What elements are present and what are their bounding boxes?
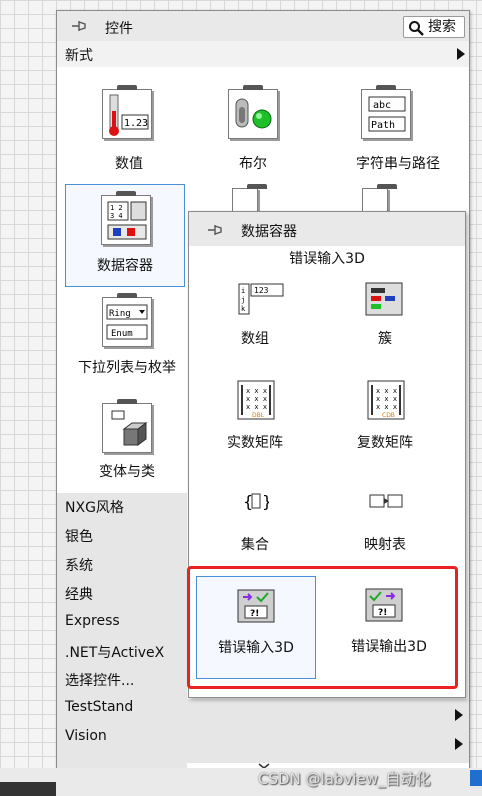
svg-text:x x x: x x x — [246, 387, 267, 395]
complex-matrix-icon: x x x x x x x x x CDB — [367, 380, 405, 420]
item-label: 复数矩阵 — [357, 435, 413, 451]
pin-icon[interactable] — [207, 223, 225, 237]
palette-header: 控件 搜索 — [57, 11, 469, 41]
expand-arrow-icon — [457, 48, 465, 60]
numeric-icon-text: 1.23 — [124, 118, 148, 129]
item-map[interactable]: 映射表 — [327, 488, 443, 558]
svg-text:{: { — [243, 492, 253, 511]
path-icon-text: Path — [371, 120, 395, 131]
svg-text:k: k — [241, 305, 246, 313]
cluster-icon — [365, 282, 403, 316]
subcategory-label: 新式 — [65, 48, 93, 64]
tile-data-containers[interactable]: 1 2 3 4 数据容器 — [65, 184, 185, 287]
item-label: 映射表 — [364, 537, 406, 553]
ring-enum-icon: Ring Enum — [102, 293, 152, 347]
item-label: 簇 — [378, 331, 392, 347]
tile-numeric[interactable]: 1.23 数值 — [69, 81, 189, 181]
search-icon — [409, 21, 424, 36]
dbl-icon-text: DBL — [252, 412, 265, 419]
item-complex-matrix[interactable]: x x x x x x x x x CDB 复数矩阵 — [327, 378, 443, 464]
svg-text:i: i — [241, 287, 245, 295]
category-item[interactable]: 银色 — [65, 529, 93, 545]
map-icon — [369, 494, 403, 508]
item-real-matrix[interactable]: x x x x x x x x x DBL 实数矩阵 — [197, 378, 313, 464]
boolean-icon — [228, 85, 278, 139]
enum-icon-text: Enum — [111, 329, 133, 339]
expand-arrow-icon — [455, 738, 463, 750]
ring-icon-text: Ring — [109, 309, 131, 319]
svg-text:}: } — [262, 492, 269, 511]
variant-class-icon — [102, 399, 152, 453]
category-item[interactable]: TestStand — [65, 699, 134, 715]
svg-text:3 4: 3 4 — [110, 212, 123, 220]
tile-label: 下拉列表与枚举 — [78, 360, 176, 376]
tile-label: 数据容器 — [97, 258, 153, 274]
svg-text:x x x: x x x — [376, 387, 397, 395]
tile-label: 数值 — [115, 156, 143, 172]
error-out-icon-text: ?! — [378, 608, 387, 618]
item-cluster[interactable]: 簇 — [327, 274, 443, 360]
category-list-extension — [187, 699, 469, 763]
category-item[interactable]: .NET与ActiveX — [65, 645, 165, 661]
tile-variant-class[interactable]: 变体与类 — [65, 395, 189, 495]
svg-text:j: j — [241, 296, 245, 304]
error-out-icon: ?! — [365, 588, 403, 622]
error-in-icon: ?! — [237, 589, 275, 623]
category-item[interactable]: Express — [65, 613, 120, 629]
submenu-title: 数据容器 — [241, 224, 297, 240]
taskbar-blue-icon — [470, 770, 482, 786]
item-label: 错误输出3D — [351, 639, 427, 655]
hover-tooltip: 错误输入3D — [289, 251, 365, 267]
category-item[interactable]: 选择控件... — [65, 673, 135, 689]
item-label: 实数矩阵 — [227, 435, 283, 451]
item-label: 错误输入3D — [218, 640, 294, 656]
search-label: 搜索 — [428, 19, 456, 35]
subcategory-row[interactable]: 新式 — [57, 41, 469, 67]
svg-text:x x x: x x x — [376, 395, 397, 403]
item-label: 数组 — [241, 331, 269, 347]
item-error-out-3d[interactable]: ?! 错误输出3D — [327, 576, 451, 679]
category-item[interactable]: 系统 — [65, 558, 93, 574]
annotation-highlight-box — [187, 566, 458, 689]
svg-text:1 2: 1 2 — [110, 204, 123, 212]
real-matrix-icon: x x x x x x x x x DBL — [237, 380, 275, 420]
tile-label: 布尔 — [239, 156, 267, 172]
palette-title: 控件 — [105, 21, 133, 37]
taskbar-strip — [0, 782, 56, 796]
pin-icon[interactable] — [71, 19, 89, 33]
hidden-tile-icon — [362, 184, 397, 212]
expand-arrow-icon — [455, 709, 463, 721]
svg-text:x x x: x x x — [246, 395, 267, 403]
tile-label: 变体与类 — [99, 464, 155, 480]
tile-ring-enum[interactable]: Ring Enum 下拉列表与枚举 — [65, 291, 189, 391]
tile-boolean[interactable]: 布尔 — [193, 81, 313, 181]
item-error-in-3d[interactable]: ?! 错误输入3D — [196, 576, 316, 679]
array-icon: i j k 123 — [238, 283, 284, 315]
category-list: NXG风格 银色 系统 经典 Express .NET与ActiveX 选择控件… — [57, 493, 187, 785]
set-icon: { } — [243, 492, 269, 511]
svg-text:x x x: x x x — [376, 403, 397, 411]
search-button[interactable]: 搜索 — [403, 16, 465, 38]
string-path-icon: abc Path — [361, 85, 411, 139]
data-containers-submenu: 数据容器 错误输入3D i j k 123 数组 簇 x x x x x — [188, 211, 466, 698]
data-containers-icon: 1 2 3 4 — [101, 191, 151, 245]
cdb-icon-text: CDB — [382, 412, 395, 419]
array-icon-text: 123 — [254, 286, 269, 295]
error-in-icon-text: ?! — [250, 609, 259, 619]
category-item[interactable]: 经典 — [65, 587, 93, 603]
numeric-icon: 1.23 — [102, 85, 152, 139]
category-item[interactable]: Vision — [65, 728, 107, 744]
tile-label: 字符串与路径 — [356, 156, 440, 172]
watermark: CSDN @labview_自动化 — [258, 770, 431, 788]
hidden-tile-icon — [232, 184, 267, 212]
tile-string-path[interactable]: abc Path 字符串与路径 — [333, 81, 463, 181]
item-array[interactable]: i j k 123 数组 — [197, 274, 313, 360]
bottom-bar — [0, 768, 482, 796]
string-icon-text: abc — [373, 100, 391, 111]
category-item[interactable]: NXG风格 — [65, 500, 124, 516]
item-label: 集合 — [241, 537, 269, 553]
svg-text:x x x: x x x — [246, 403, 267, 411]
submenu-header: 数据容器 — [189, 212, 465, 246]
item-set[interactable]: { } 集合 — [197, 488, 313, 558]
